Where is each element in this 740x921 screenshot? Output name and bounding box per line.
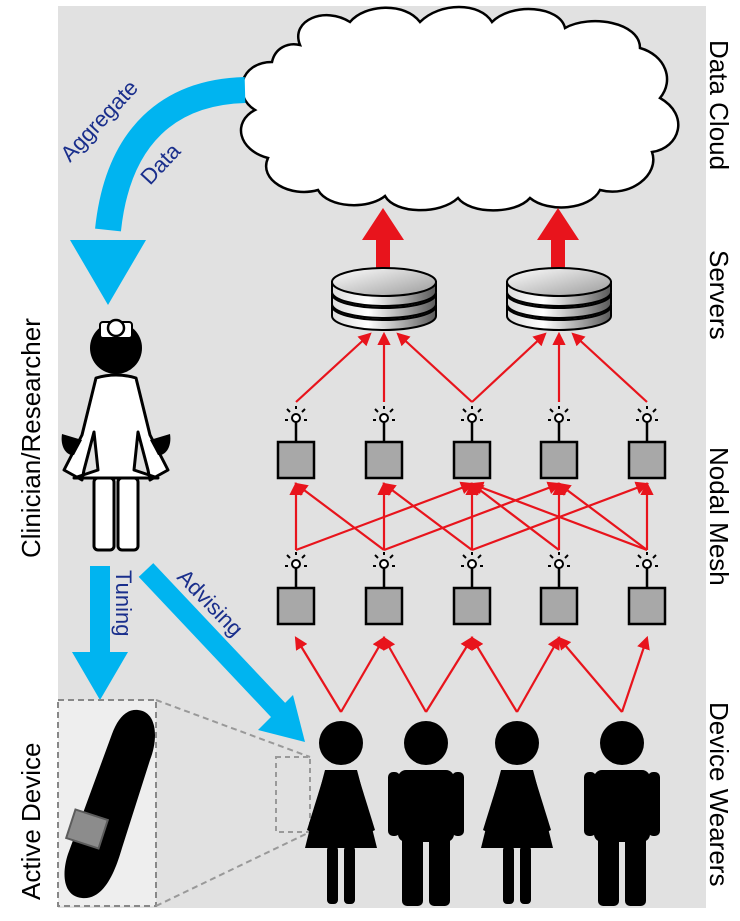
label-servers: Servers [704,250,734,340]
label-data-cloud: Data Cloud [704,40,734,170]
mesh-arrow-3 [382,636,427,713]
mesh-arrow-8 [620,635,650,713]
mesh-arrow-21 [469,481,648,552]
mesh-arrow-17 [470,482,560,551]
mesh-arrow-11 [294,482,385,551]
clinician-figure-icon [61,318,171,552]
mesh-node-top-3 [452,406,492,480]
mesh-arrow-6 [516,636,561,713]
label-clinician: Clinician/Researcher [16,318,46,558]
tuning-arrow [72,566,128,700]
mesh-arrow-25 [471,332,547,403]
data-cloud-icon [239,5,680,212]
device-wearers [305,721,660,906]
mesh-arrows [289,331,654,713]
mesh-arrow-1 [294,636,342,713]
device-wearer-icon-3 [481,721,553,904]
mesh-node-top-1 [276,406,316,480]
server-left-icon [331,267,437,331]
aggregate-data-arrow [70,77,246,305]
device-wearer-icon-4 [584,721,660,906]
mesh-node-top-5 [627,406,667,480]
advising-arrow [138,563,305,742]
server-right-icon [506,267,612,331]
mesh-arrow-27 [571,332,648,403]
device-wearer-icon-1 [305,721,377,904]
cloud-upload-arrow-right [537,208,579,268]
mesh-node-bottom-4 [539,552,579,626]
device-wearer-icon-2 [388,721,464,906]
tuning-label: Tuning [111,570,136,636]
label-nodal-mesh: Nodal Mesh [704,447,734,586]
mesh-arrow-2 [340,636,386,713]
mesh-node-bottom-5 [627,552,667,626]
mesh-nodes-top [276,406,667,480]
mesh-node-top-2 [364,406,404,480]
mesh-node-bottom-3 [452,552,492,626]
mesh-nodes-bottom [276,552,667,626]
mesh-node-bottom-1 [276,552,316,626]
mesh-arrow-19 [557,482,648,551]
label-device-wearers: Device Wearers [704,702,734,886]
label-active-device: Active Device [16,743,46,901]
mesh-arrow-14 [382,482,473,551]
mesh-arrow-22 [295,332,372,403]
mesh-arrow-4 [425,636,474,713]
cloud-upload-arrow-left [362,208,404,268]
mesh-arrow-7 [557,636,623,713]
mesh-node-bottom-2 [364,552,404,626]
mesh-arrow-5 [470,636,518,713]
mesh-arrow-24 [396,332,473,403]
mesh-node-top-4 [539,406,579,480]
active-device-icon [64,709,155,899]
